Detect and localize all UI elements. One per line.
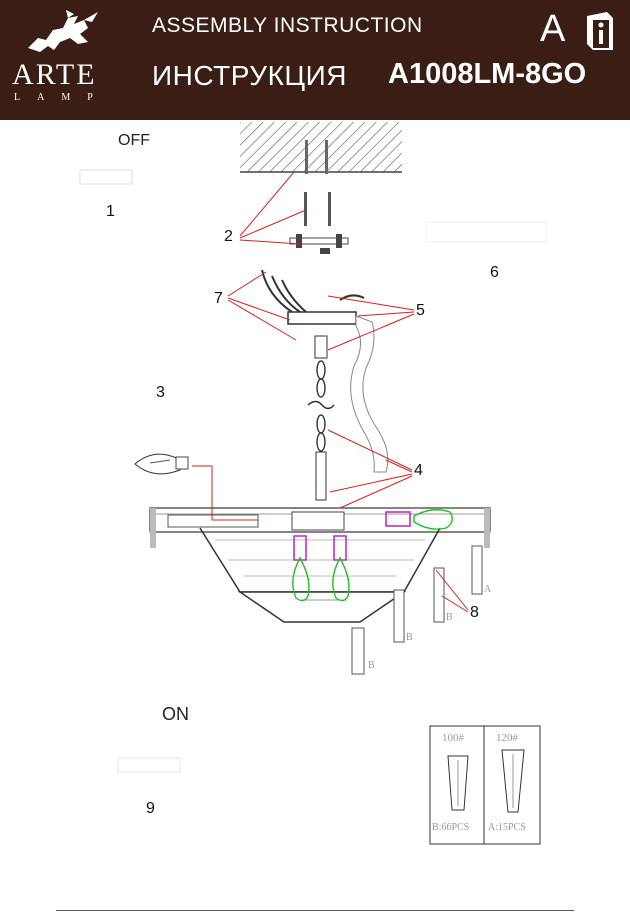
crystal-count-right: A:15PCS <box>488 822 526 833</box>
switch-on-label: ON <box>162 704 189 724</box>
screw <box>304 192 307 226</box>
svg-text:B: B <box>406 632 413 643</box>
title-russian: ИНСТРУКЦИЯ <box>152 60 347 91</box>
brand-logo-griffin <box>28 10 98 52</box>
wire <box>281 279 307 313</box>
callout-8: 8 <box>470 604 479 621</box>
callout-2: 2 <box>224 228 233 245</box>
info-book-icon <box>587 12 613 50</box>
footer-divider <box>56 910 574 911</box>
wire <box>271 275 301 313</box>
crystal-count-left: B:66PCS <box>432 822 470 833</box>
chain <box>307 360 335 452</box>
badge-letter: A <box>540 8 566 50</box>
ceiling-hatch <box>240 122 402 172</box>
title-english: ASSEMBLY INSTRUCTION <box>152 14 423 37</box>
svg-text:A: A <box>484 584 492 595</box>
wire <box>339 294 365 301</box>
socket-magenta <box>293 511 411 561</box>
faint-sketch-6 <box>425 221 547 243</box>
hanging-crystals <box>351 545 483 675</box>
callout-6: 6 <box>490 264 499 281</box>
callout-3: 3 <box>156 384 165 401</box>
svg-text:B: B <box>368 660 375 671</box>
callout-7: 7 <box>214 290 223 307</box>
crystal-legend-table <box>429 725 541 845</box>
mounting-bracket <box>289 237 349 245</box>
bulb-green <box>292 509 453 602</box>
ceiling-anchors <box>305 140 328 174</box>
screw <box>328 192 331 226</box>
chandelier-frame <box>149 507 491 623</box>
bracket-nut <box>296 234 302 248</box>
bracket-nut <box>320 248 330 254</box>
callout-9: 9 <box>146 800 155 817</box>
canopy <box>287 311 357 325</box>
switch-on-sketch <box>117 757 181 773</box>
brand-tagline: LAMP <box>14 92 110 103</box>
switch-off-label: OFF <box>118 132 150 149</box>
canopy-coupling <box>314 335 328 359</box>
callout-1: 1 <box>106 203 115 220</box>
model-number: A1008LM-8GO <box>388 58 587 90</box>
crystal-letters: B B B A <box>368 584 492 671</box>
brand-name: ARTE <box>12 58 97 91</box>
header-bar <box>0 0 630 120</box>
crystal-code-right: 120# <box>496 732 518 744</box>
bracket-nut <box>336 234 342 248</box>
callout-4: 4 <box>414 462 423 479</box>
crystal-code-left: 100# <box>442 732 464 744</box>
svg-text:B: B <box>446 612 453 623</box>
leader-lines <box>192 171 469 613</box>
callout-5: 5 <box>416 302 425 319</box>
candle-bulb <box>134 453 189 475</box>
switch-off-sketch <box>79 169 133 185</box>
decor-ribbon <box>350 315 389 473</box>
rod <box>315 451 327 501</box>
